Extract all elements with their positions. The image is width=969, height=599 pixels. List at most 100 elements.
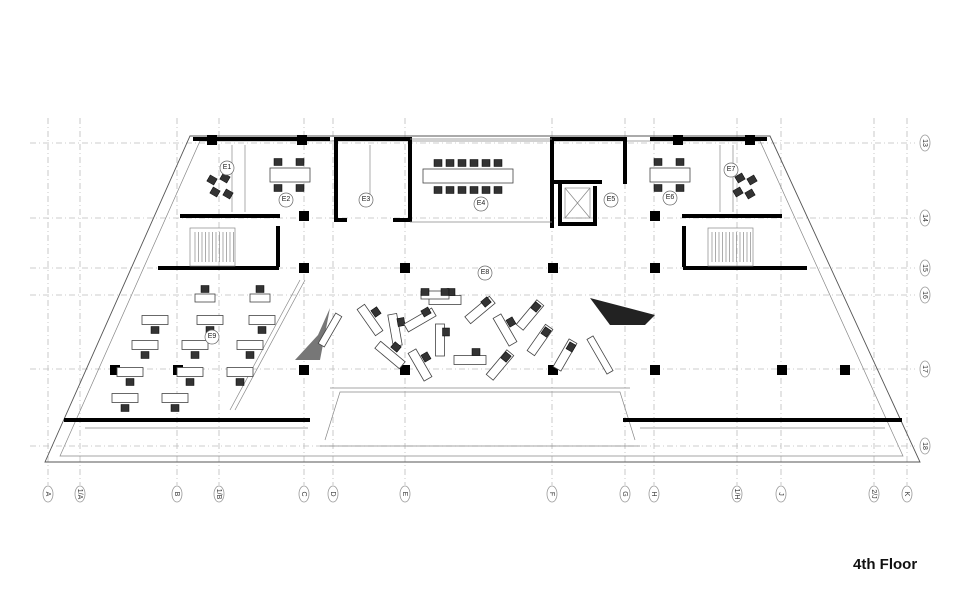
desk [111, 393, 139, 403]
grid-column-label: G [621, 491, 628, 496]
column [299, 263, 309, 273]
room-tag: E6 [662, 190, 678, 206]
chair [257, 326, 267, 334]
desk [374, 340, 406, 370]
column [650, 211, 660, 221]
room-label: E1 [223, 164, 232, 171]
chair [744, 188, 756, 200]
grid-column-bubble: A [42, 485, 54, 503]
chair [493, 186, 503, 194]
chair [295, 158, 305, 166]
chair [471, 348, 481, 356]
chair [675, 184, 685, 192]
chair [390, 341, 402, 353]
grid-column-bubble: C [298, 485, 310, 503]
column [297, 135, 307, 145]
column [650, 263, 660, 273]
grid-column-bubble: 1/A [74, 485, 86, 503]
desk [249, 293, 271, 303]
grid-column-label: 1/A [76, 489, 83, 500]
grid-row-label: 17 [921, 365, 928, 373]
chair [480, 296, 492, 308]
grid-column-label: 2/J [870, 489, 877, 498]
desk [196, 315, 224, 325]
chair [540, 326, 552, 338]
desk [407, 348, 433, 382]
column [110, 365, 120, 375]
grid-column-bubble: G [619, 485, 631, 503]
room-tag: E7 [723, 162, 739, 178]
room-tag: E4 [473, 196, 489, 212]
desk [194, 293, 216, 303]
column [548, 365, 558, 375]
desk [492, 313, 518, 347]
room-tag: E1 [219, 160, 235, 176]
desk [485, 349, 515, 381]
desk [515, 299, 545, 331]
desk [649, 167, 691, 183]
chair [222, 188, 234, 200]
desk [131, 340, 159, 350]
grid-column-label: B [173, 492, 180, 497]
room-label: E4 [477, 200, 486, 207]
chair [245, 351, 255, 359]
chair [530, 301, 542, 313]
chair [140, 351, 150, 359]
room-label: E3 [362, 196, 371, 203]
chair [420, 306, 432, 318]
room-tag: E8 [477, 265, 493, 281]
chair [732, 186, 744, 198]
desk [226, 367, 254, 377]
grid-column-bubble: 1/H [731, 485, 743, 503]
chair [150, 326, 160, 334]
desk [141, 315, 169, 325]
grid-row-bubble: 13 [919, 134, 931, 152]
grid-row-label: 13 [921, 139, 928, 147]
chair [273, 158, 283, 166]
room-tag: E5 [603, 192, 619, 208]
grid-column-label: C [300, 491, 307, 496]
grid-row-bubble: 16 [919, 286, 931, 304]
furniture [111, 158, 758, 412]
chair [125, 378, 135, 386]
grid-column-bubble: F [546, 485, 558, 503]
chair [500, 351, 512, 363]
chair [653, 158, 663, 166]
desk [403, 307, 437, 333]
grid-column-bubble: H [648, 485, 660, 503]
grid-row-bubble: 14 [919, 209, 931, 227]
grid-row-bubble: 17 [919, 360, 931, 378]
grid-column-label: F [548, 492, 555, 496]
desk [269, 167, 311, 183]
grid-column-label: J [777, 492, 784, 496]
column [745, 135, 755, 145]
interior-lines [189, 138, 754, 411]
column [673, 135, 683, 145]
desk [161, 393, 189, 403]
column [840, 365, 850, 375]
chair [481, 186, 491, 194]
chair [493, 159, 503, 167]
desk [317, 312, 343, 348]
grid-column-label: A [44, 492, 51, 497]
desk [422, 168, 514, 184]
grid-column-bubble: J [775, 485, 787, 503]
chair [481, 159, 491, 167]
chair [273, 184, 283, 192]
column [299, 211, 309, 221]
chair [675, 158, 685, 166]
grid-column-label: K [903, 492, 910, 497]
grid-row-label: 18 [921, 442, 928, 450]
desk [236, 340, 264, 350]
chair [420, 351, 432, 363]
chair [469, 159, 479, 167]
desk [181, 340, 209, 350]
chair [457, 159, 467, 167]
floor-title: 4th Floor [853, 556, 918, 573]
desk [453, 355, 487, 365]
grid-column-bubble: 1/B [213, 485, 225, 503]
desk [176, 367, 204, 377]
